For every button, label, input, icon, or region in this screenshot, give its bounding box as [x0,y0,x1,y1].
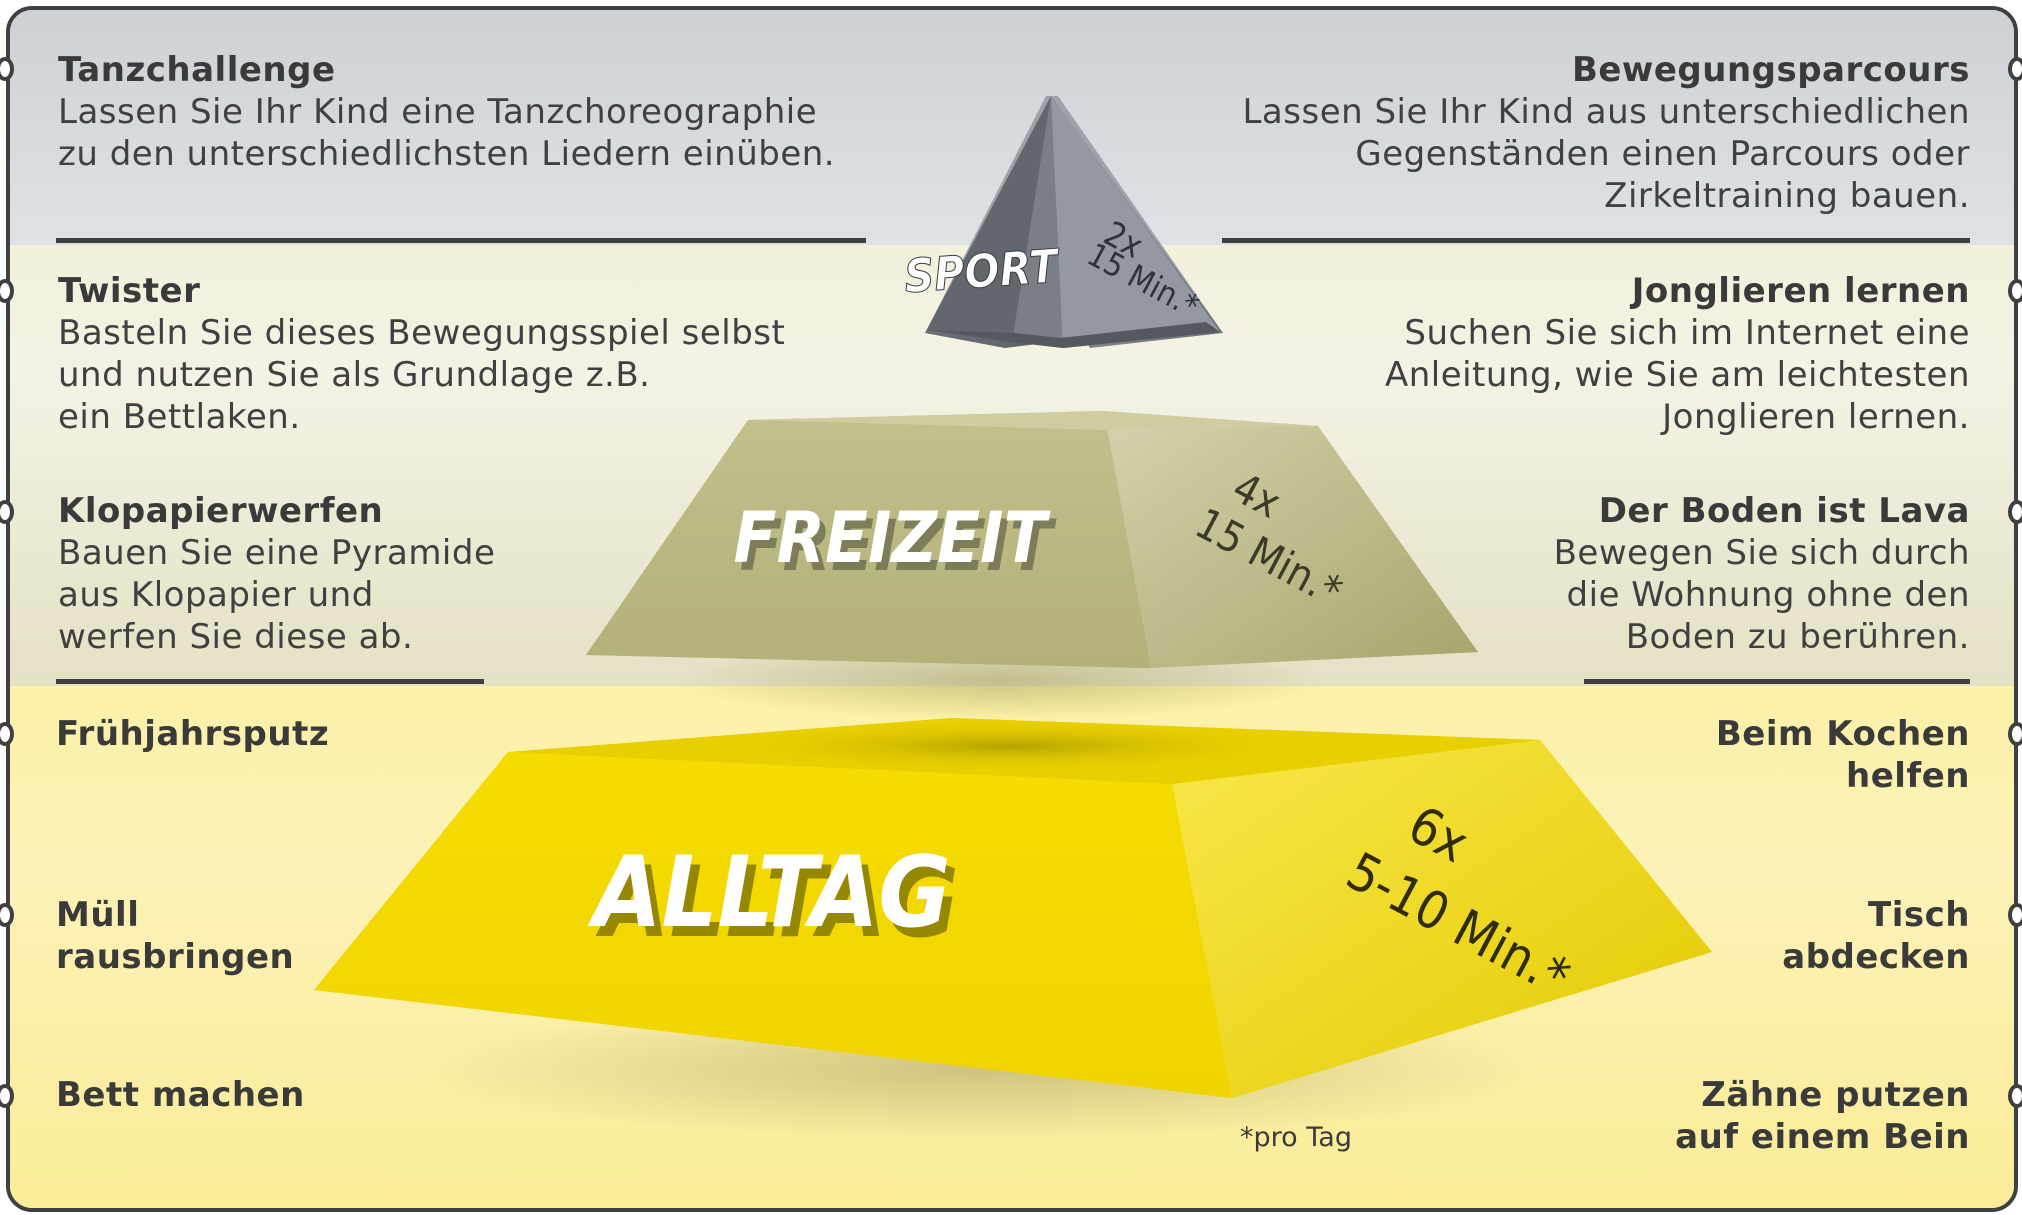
frame-notch [0,1084,14,1108]
activity-title: Beim Kochen [1715,714,1970,754]
description-line: zu den unterschiedlichsten Liedern einüb… [58,134,836,174]
freizeit-label: FREIZEIT [733,497,1051,579]
frame-notch [2008,57,2022,81]
activity-title: Der Boden ist Lava [1598,491,1970,531]
alltag-label-shadow: ALLTAG [595,846,959,960]
separator-rule [1222,238,1970,243]
frame-notch [0,722,14,746]
frame-notch [0,500,14,524]
description-line: Lassen Sie Ihr Kind eine Tanzchoreograph… [58,92,818,132]
activity-twister: Twister Basteln Sie dieses Bewegungsspie… [58,270,785,438]
frame-notch [2008,1084,2022,1108]
activity-bett-machen: Bett machen [56,1074,305,1116]
activity-title: Klopapierwerfen [58,491,384,531]
activity-fruehjahrsputz: Frühjahrsputz [56,713,329,755]
activity-klopapierwerfen: Klopapierwerfen Bauen Sie eine Pyramide … [58,490,495,658]
sport-tier [925,96,1223,348]
activity-tisch-abdecken: Tisch abdecken [1782,894,1970,978]
activity-title: Twister [58,271,201,311]
activity-title: Bett machen [56,1075,305,1115]
activity-tanzchallenge: Tanzchallenge Lassen Sie Ihr Kind eine T… [58,49,835,175]
frame-notch [0,903,14,927]
description-line: werfen Sie diese ab. [58,617,414,657]
activity-muell-rausbringen: Müll rausbringen [56,894,294,978]
sport-label: SPORT [903,239,1062,304]
frame-notch [2008,500,2022,524]
description-line: Suchen Sie sich im Internet eine [1404,313,1970,353]
activity-description: Lassen Sie Ihr Kind aus unterschiedliche… [1242,91,1970,217]
activity-description: Bauen Sie eine Pyramide aus Klopapier un… [58,532,495,658]
separator-rule [1584,679,1970,684]
frame-notch [2008,279,2022,303]
description-line: ein Bettlaken. [58,397,301,437]
description-line: Basteln Sie dieses Bewegungsspiel selbst [58,313,786,353]
footnote: *pro Tag [1240,1122,1352,1153]
frame-notch [0,279,14,303]
alltag-tier [314,718,1712,1098]
frame-notch [2008,722,2022,746]
description-line: Anleitung, wie Sie am leichtesten [1384,355,1970,395]
description-line: die Wohnung ohne den [1566,575,1970,615]
activity-title: Müll [56,895,140,935]
activity-description: Basteln Sie dieses Bewegungsspiel selbst… [58,312,785,438]
activity-title-line2: rausbringen [56,937,295,977]
activity-description: Suchen Sie sich im Internet eine Anleitu… [1385,312,1970,438]
freizeit-tier [586,411,1478,668]
activity-title: Tisch [1868,895,1970,935]
activity-boden-ist-lava: Der Boden ist Lava Bewegen Sie sich durc… [1554,490,1970,658]
description-line: Lassen Sie Ihr Kind aus unterschiedliche… [1242,92,1970,132]
activity-title-line2: abdecken [1782,937,1970,977]
frame-notch [0,57,14,81]
description-line: Boden zu berühren. [1625,617,1970,657]
description-line: Jonglieren lernen. [1662,397,1970,437]
description-line: und nutzen Sie als Grundlage z.B. [58,355,651,395]
activity-title: Jonglieren lernen [1631,271,1970,311]
description-line: Zirkeltraining bauen. [1604,176,1970,216]
activity-beim-kochen-helfen: Beim Kochen helfen [1716,713,1970,797]
description-line: Gegenständen einen Parcours oder [1355,134,1970,174]
activity-description: Bewegen Sie sich durch die Wohnung ohne … [1554,532,1970,658]
frame-notch [2008,903,2022,927]
activity-title: Bewegungsparcours [1571,50,1970,90]
description-line: Bewegen Sie sich durch [1553,533,1970,573]
alltag-label: ALLTAG [587,836,951,950]
activity-title: Zähne putzen [1701,1075,1970,1115]
activity-title-line2: helfen [1846,756,1970,796]
activity-jonglieren-lernen: Jonglieren lernen Suchen Sie sich im Int… [1385,270,1970,438]
separator-rule [56,238,866,243]
separator-rule [56,679,484,684]
activity-description: Lassen Sie Ihr Kind eine Tanzchoreograph… [58,91,835,175]
activity-zaehne-putzen: Zähne putzen auf einem Bein [1675,1074,1970,1158]
activity-title: Frühjahrsputz [56,714,330,754]
description-line: Bauen Sie eine Pyramide [58,533,496,573]
description-line: aus Klopapier und [58,575,374,615]
activity-title-line2: auf einem Bein [1675,1117,1970,1157]
activity-bewegungsparcours: Bewegungsparcours Lassen Sie Ihr Kind au… [1242,49,1970,217]
freizeit-label-shadow: FREIZEIT [739,505,1057,587]
activity-title: Tanzchallenge [58,50,336,90]
